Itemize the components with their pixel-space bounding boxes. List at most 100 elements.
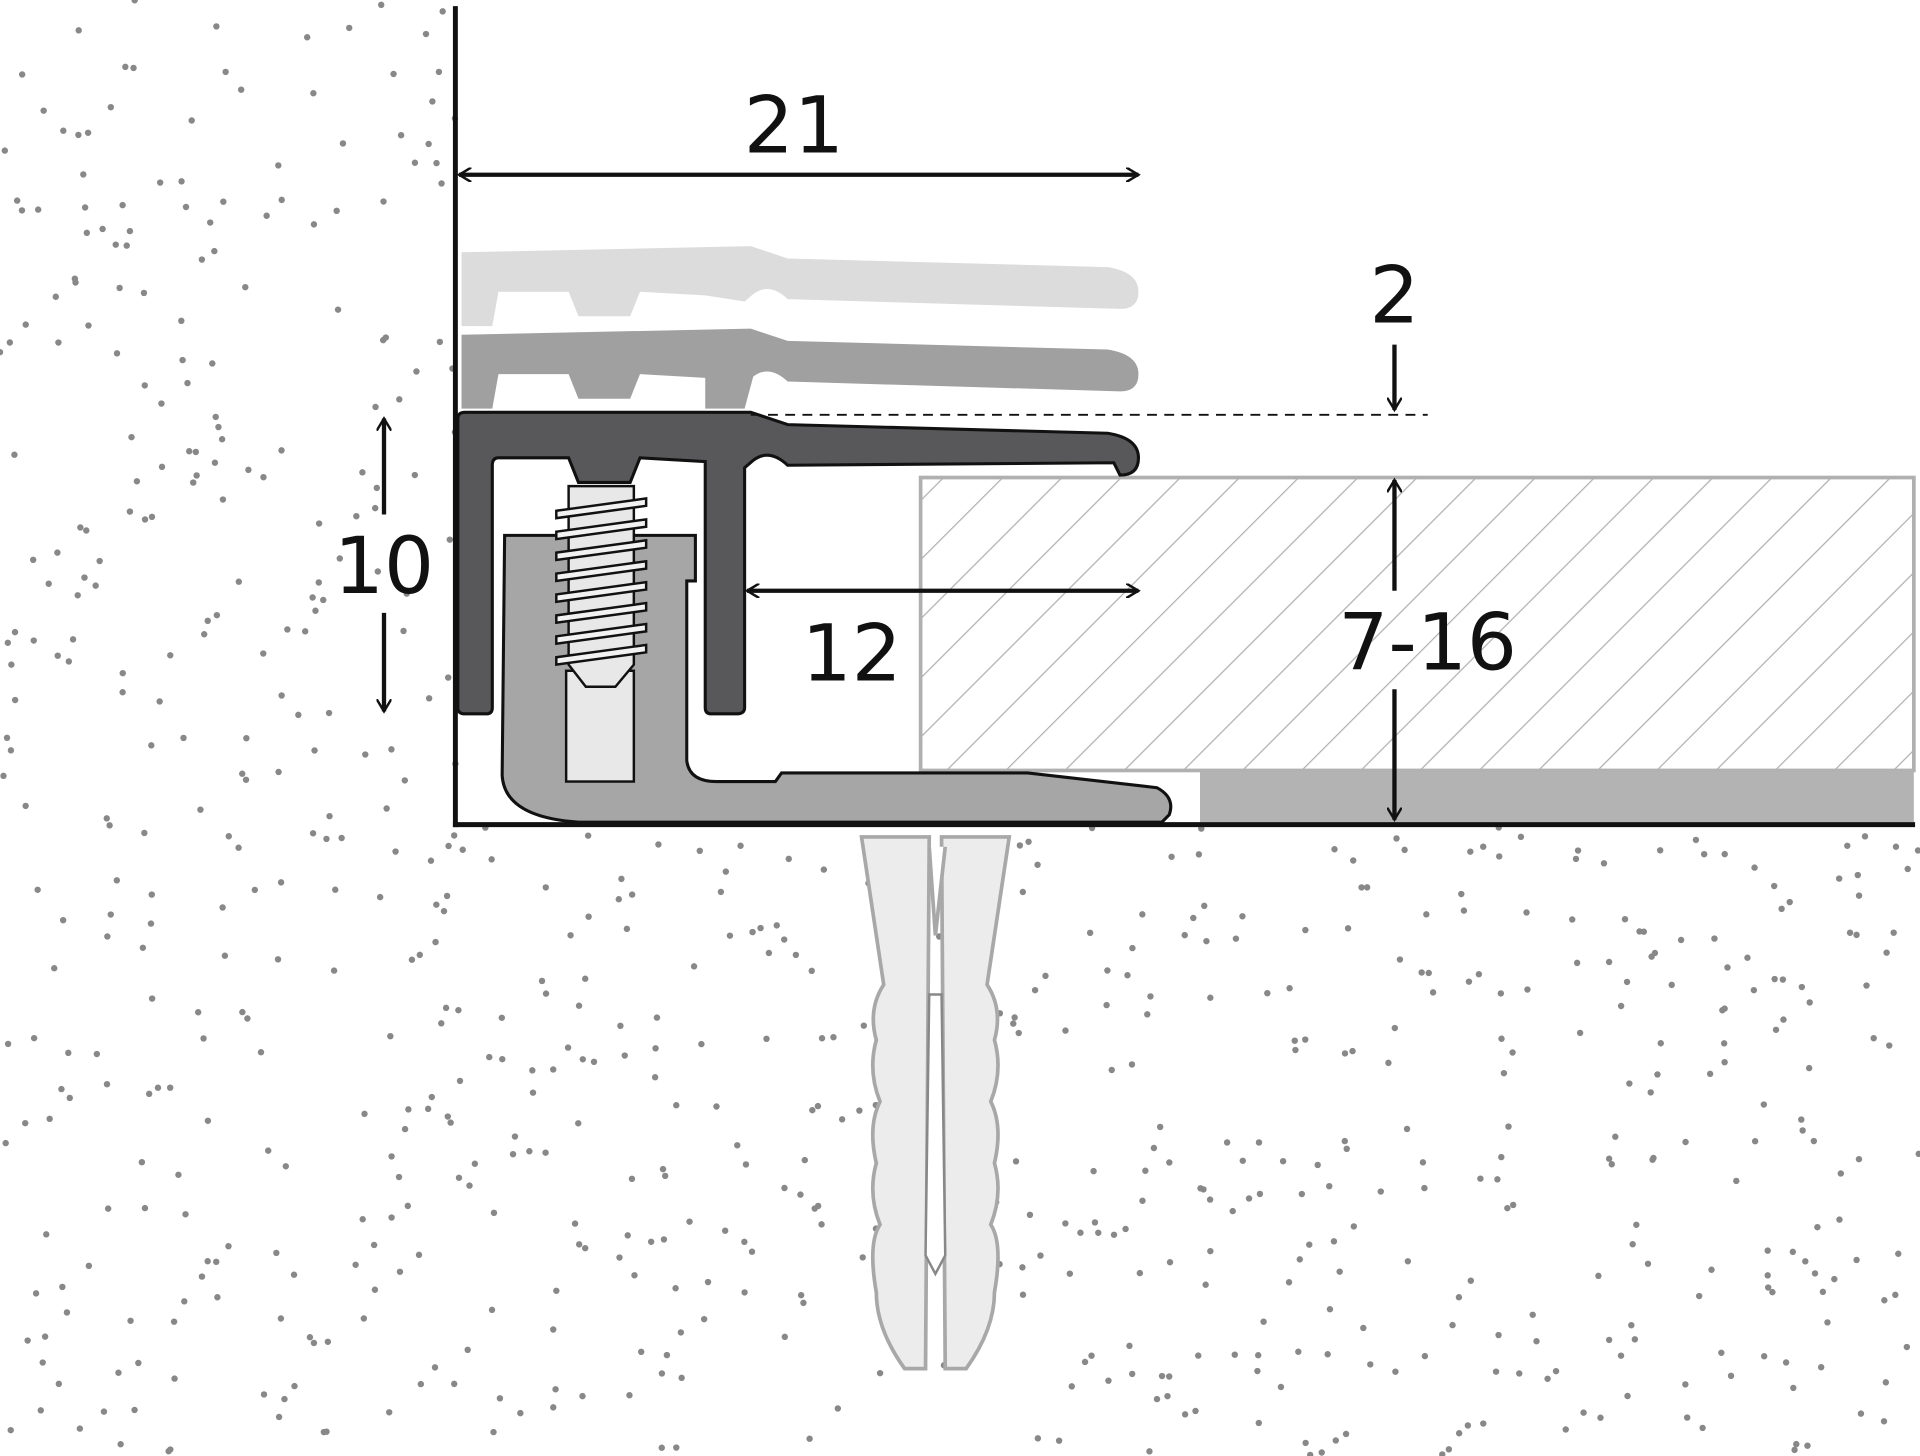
texture-dot — [1810, 1137, 1818, 1145]
texture-dot — [8, 661, 15, 668]
texture-dot — [425, 695, 433, 702]
texture-dot — [1034, 861, 1041, 868]
texture-dot — [330, 967, 338, 974]
screw-thread — [555, 517, 648, 541]
texture-dot — [1255, 1352, 1262, 1359]
texture-dot — [552, 1386, 559, 1393]
texture-dot — [235, 844, 242, 851]
texture-dot — [373, 484, 380, 492]
texture-dot — [359, 469, 366, 476]
texture-dot — [1533, 1338, 1540, 1345]
texture-dot — [6, 339, 14, 346]
texture-dot — [11, 628, 19, 636]
texture-dot — [1751, 1138, 1759, 1145]
texture-dot — [380, 198, 387, 205]
texture-dot — [542, 1149, 549, 1156]
texture-dot — [200, 1035, 207, 1042]
texture-dot — [451, 1380, 458, 1388]
texture-dot — [820, 866, 828, 873]
texture-dot — [388, 1153, 395, 1160]
texture-dot — [1817, 1363, 1825, 1371]
texture-dot — [1166, 1373, 1173, 1380]
texture-dot — [182, 1211, 189, 1218]
texture-dot — [148, 891, 155, 898]
texture-dot — [1207, 994, 1214, 1001]
texture-dot — [741, 1238, 748, 1246]
texture-dot — [1091, 1219, 1099, 1226]
texture-dot — [1719, 1007, 1726, 1014]
texture-dot — [1770, 882, 1778, 890]
texture-dot — [1882, 1379, 1890, 1386]
texture-dot — [672, 1285, 679, 1292]
texture-dot — [427, 857, 435, 864]
texture-dot — [677, 1329, 685, 1336]
texture-dot — [59, 1283, 66, 1291]
texture-dot — [141, 1204, 149, 1212]
texture-dot — [742, 1161, 750, 1168]
texture-dot — [446, 536, 453, 543]
texture-dot — [1779, 976, 1787, 983]
texture-dot — [1286, 985, 1293, 992]
texture-dot — [734, 1142, 741, 1149]
texture-dot — [590, 1058, 598, 1066]
texture-dot — [65, 1049, 72, 1057]
texture-dot — [1142, 1167, 1149, 1174]
texture-dot — [278, 196, 285, 204]
texture-dot — [200, 631, 208, 638]
texture-dot — [1150, 1144, 1158, 1152]
texture-dot — [107, 103, 115, 111]
texture-dot — [652, 1045, 659, 1052]
texture-dot — [1648, 953, 1655, 960]
texture-dot — [178, 317, 185, 325]
texture-dot — [324, 1338, 332, 1345]
texture-dot — [673, 1102, 680, 1109]
texture-dot — [1031, 986, 1039, 994]
texture-dot — [273, 1249, 280, 1257]
texture-dot — [311, 747, 318, 754]
texture-dot — [1750, 986, 1758, 994]
texture-dot — [444, 1113, 451, 1120]
texture-dot — [1793, 1440, 1800, 1448]
texture-dot — [509, 1150, 517, 1158]
texture-dot — [1062, 1027, 1069, 1034]
screw-thread — [555, 497, 648, 520]
texture-dot — [1890, 929, 1897, 936]
texture-dot — [1129, 1370, 1136, 1378]
texture-dot — [1523, 909, 1530, 916]
texture-dot — [1026, 1211, 1034, 1219]
texture-dot — [1034, 1435, 1042, 1442]
texture-dot — [1477, 1175, 1484, 1182]
texture-dot — [1181, 1411, 1189, 1418]
texture-dot — [1105, 1377, 1112, 1384]
texture-dot — [34, 886, 41, 893]
texture-dot — [119, 669, 126, 677]
texture-dot — [1692, 836, 1700, 844]
texture-dot — [43, 1231, 50, 1238]
texture-dot — [178, 178, 185, 185]
texture-dot — [190, 479, 197, 486]
texture-dot — [291, 1382, 298, 1390]
texture-dot — [1837, 1170, 1845, 1177]
texture-dot — [1015, 1029, 1022, 1037]
texture-dot — [1903, 1343, 1911, 1351]
texture-dot — [1629, 1241, 1636, 1248]
texture-dot — [1904, 865, 1911, 873]
texture-dot — [77, 524, 84, 531]
texture-dot — [107, 911, 114, 918]
texture-dot — [1790, 1384, 1797, 1392]
texture-dot — [660, 1236, 668, 1243]
texture-dot — [1480, 1420, 1487, 1427]
texture-dot — [1425, 969, 1432, 977]
texture-dot — [122, 63, 129, 71]
wall-plug-dowel — [859, 835, 1012, 1371]
texture-dot — [1608, 1161, 1615, 1168]
texture-dot — [456, 1077, 464, 1085]
base-profile — [500, 533, 1173, 824]
texture-dot — [673, 1444, 680, 1451]
texture-dot — [1139, 1197, 1146, 1204]
texture-dot — [1771, 975, 1778, 983]
texture-dot — [1245, 1195, 1253, 1202]
texture-dot — [251, 886, 259, 894]
texture-dot — [486, 1053, 493, 1061]
